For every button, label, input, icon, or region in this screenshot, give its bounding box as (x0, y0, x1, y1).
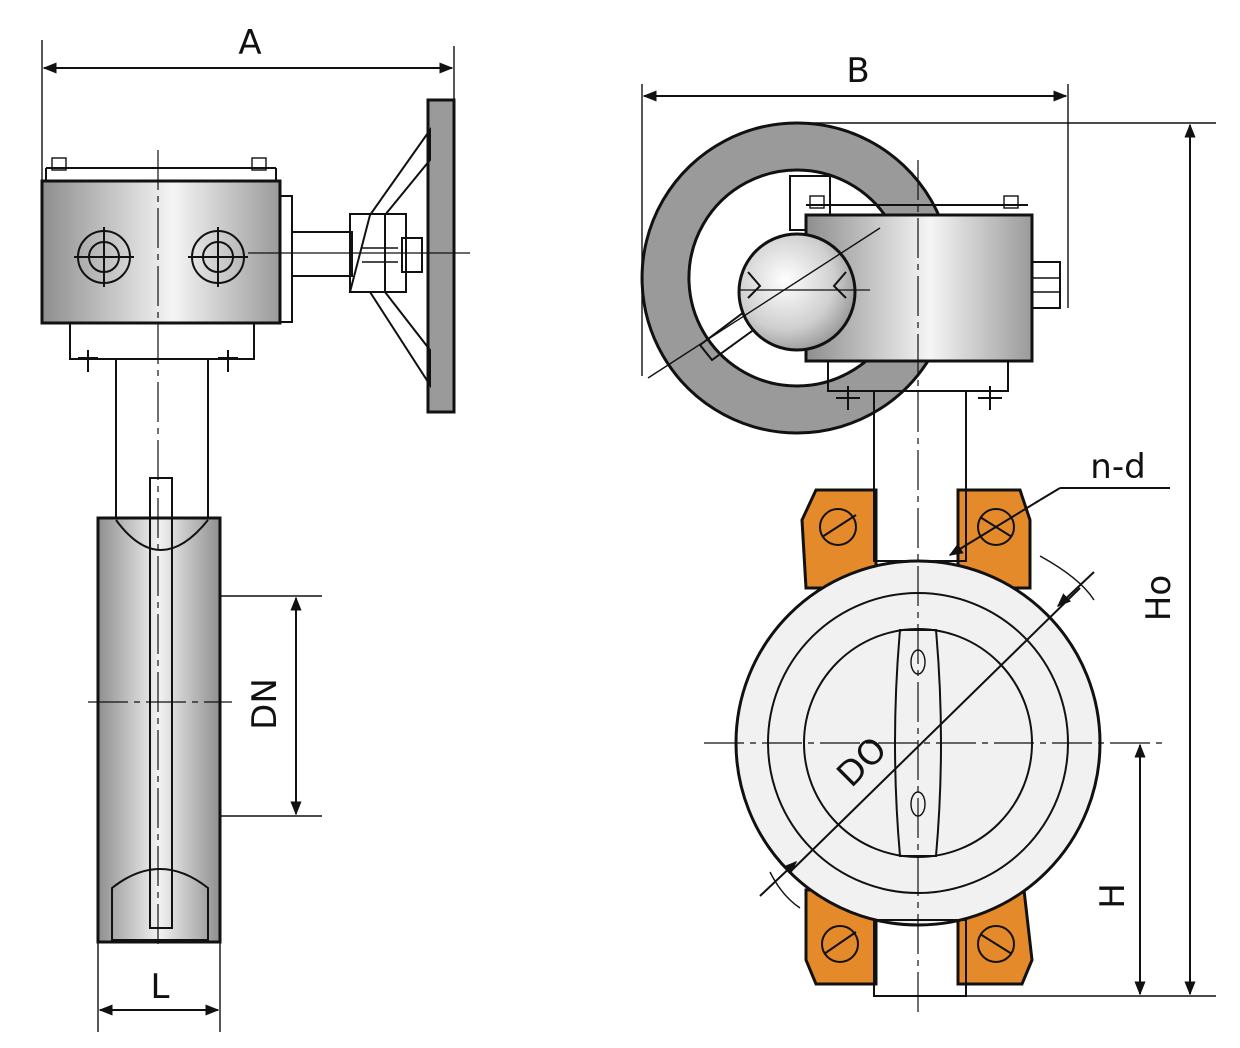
stem-lower (873, 919, 967, 997)
label-l: L (151, 967, 170, 1007)
label-b: B (846, 51, 869, 91)
disc-edge-side (149, 477, 173, 929)
dimension-ho: Ho (797, 122, 1216, 997)
lug-bolt-holes (819, 508, 1015, 963)
valve-body-side (96, 516, 222, 944)
dimension-h: H (1093, 743, 1146, 996)
position-indicator-2 (188, 227, 248, 287)
neck-side (115, 358, 209, 523)
label-ho: Ho (1139, 575, 1179, 621)
mounting-plate-side (69, 322, 255, 360)
handwheel-hub-front (737, 232, 857, 352)
label-dn: DN (245, 678, 285, 730)
disc-stem-band (894, 629, 942, 857)
label-a: A (238, 23, 261, 63)
handwheel-side (426, 98, 456, 414)
gearbox-top-bolts (51, 157, 267, 171)
side-view: A DN L (40, 23, 470, 1032)
input-shaft (291, 231, 353, 277)
front-view: DO n-d B Ho H (640, 51, 1216, 1016)
dimension-l: L (97, 942, 221, 1032)
stem-upper (873, 390, 967, 562)
position-indicator-1 (74, 227, 134, 287)
label-nd: n-d (1090, 447, 1145, 487)
dimension-a: A (41, 23, 455, 181)
body-groove-top (115, 519, 209, 551)
bracket-bolts-side (78, 350, 238, 372)
handwheel-spoke-side (348, 126, 431, 389)
gearbox-side-nut (1031, 261, 1061, 309)
bracket-bolts-front (836, 386, 1002, 410)
dimension-dn: DN (220, 595, 322, 817)
dimension-b: B (641, 51, 1069, 376)
label-h: H (1093, 883, 1133, 909)
hub-nut (401, 237, 423, 273)
dimension-nd: n-d (948, 447, 1170, 556)
body-groove-bottom (111, 868, 209, 941)
